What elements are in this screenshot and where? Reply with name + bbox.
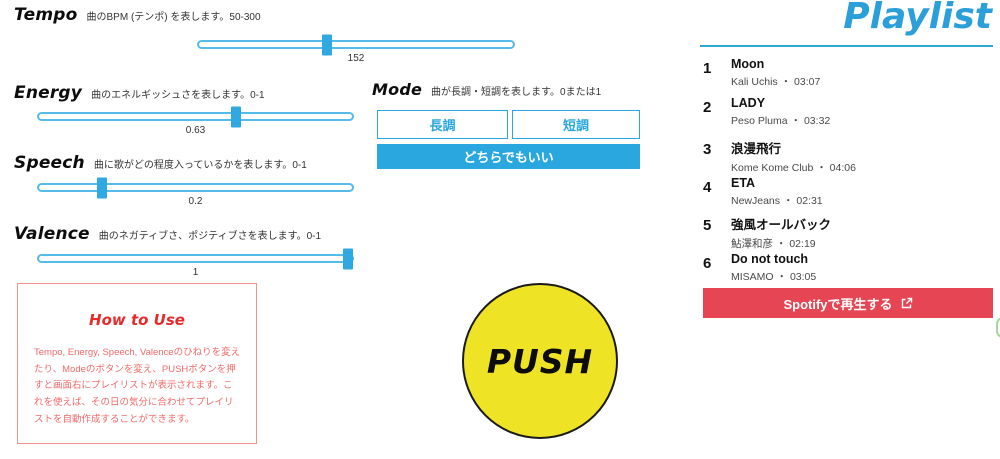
track-meta: Kome Kome Club ・ 04:06 bbox=[731, 162, 856, 174]
track-title: Moon bbox=[731, 57, 765, 71]
spotify-play-button-label: Spotifyで再生する bbox=[783, 296, 893, 312]
tempo-section-header: Tempo 曲のBPM (テンポ) を表します。50-300 bbox=[14, 5, 261, 25]
valence-slider-thumb[interactable] bbox=[343, 248, 353, 269]
external-link-icon bbox=[901, 297, 913, 309]
mode-description: 曲が長調・短調を表します。0または1 bbox=[431, 87, 602, 98]
speech-slider[interactable] bbox=[37, 177, 354, 198]
track-number: 3 bbox=[703, 141, 712, 158]
mode-section-header: Mode 曲が長調・短調を表します。0または1 bbox=[372, 80, 601, 99]
speech-slider-thumb[interactable] bbox=[96, 177, 107, 198]
mode-minor-button[interactable]: 短調 bbox=[512, 110, 640, 139]
how-to-use-body: Tempo, Energy, Speech, Valenceのひねりを変えたり、… bbox=[34, 347, 241, 425]
track-meta: MISAMO ・ 03:05 bbox=[731, 271, 817, 283]
speech-label: Speech bbox=[14, 153, 85, 173]
track-row-1[interactable]: 1 Moon Kali Uchis ・ 03:07 bbox=[703, 57, 993, 89]
track-row-5[interactable]: 5 強風オールバック 鮎澤和彦 ・ 02:19 bbox=[703, 214, 993, 251]
speech-slider-value: 0.2 bbox=[188, 196, 203, 207]
valence-slider[interactable] bbox=[37, 248, 354, 269]
how-to-use-box: How to Use Tempo, Energy, Speech, Valenc… bbox=[17, 283, 257, 444]
clipped-edge-widget[interactable] bbox=[996, 317, 1000, 338]
track-row-4[interactable]: 4 ETA NewJeans ・ 02:31 bbox=[703, 176, 993, 208]
tempo-slider[interactable] bbox=[197, 34, 515, 55]
track-row-2[interactable]: 2 LADY Peso Pluma ・ 03:32 bbox=[703, 96, 993, 128]
mode-label: Mode bbox=[372, 80, 423, 99]
track-meta: Peso Pluma ・ 03:32 bbox=[731, 115, 831, 127]
energy-slider-value: 0.63 bbox=[185, 125, 206, 136]
energy-slider-thumb[interactable] bbox=[231, 106, 242, 127]
push-button[interactable]: PUSH bbox=[462, 283, 618, 439]
track-title: LADY bbox=[731, 96, 766, 110]
energy-slider[interactable] bbox=[37, 106, 354, 127]
track-number: 4 bbox=[703, 179, 712, 196]
track-number: 2 bbox=[703, 99, 712, 116]
speech-section-header: Speech 曲に歌がどの程度入っているかを表します。0-1 bbox=[14, 153, 307, 173]
track-meta: NewJeans ・ 02:31 bbox=[731, 195, 823, 207]
energy-section-header: Energy 曲のエネルギッシュさを表します。0-1 bbox=[14, 83, 265, 103]
tempo-slider-value: 152 bbox=[347, 53, 365, 64]
valence-description: 曲のネガティブさ、ポジティブさを表します。0-1 bbox=[98, 231, 322, 242]
valence-slider-value: 1 bbox=[192, 267, 199, 278]
mode-major-button[interactable]: 長調 bbox=[377, 110, 508, 139]
energy-label: Energy bbox=[14, 83, 83, 103]
speech-description: 曲に歌がどの程度入っているかを表します。0-1 bbox=[93, 160, 307, 171]
track-title: Do not touch bbox=[731, 252, 809, 266]
track-number: 6 bbox=[703, 255, 712, 272]
valence-section-header: Valence 曲のネガティブさ、ポジティブさを表します。0-1 bbox=[14, 224, 321, 244]
track-title: 浪漫飛行 bbox=[731, 142, 782, 156]
playlist-title: Playlist bbox=[843, 0, 992, 37]
track-meta: Kali Uchis ・ 03:07 bbox=[731, 76, 821, 88]
tempo-slider-thumb[interactable] bbox=[322, 34, 333, 55]
energy-description: 曲のエネルギッシュさを表します。0-1 bbox=[91, 90, 265, 101]
track-number: 1 bbox=[703, 60, 712, 77]
track-title: ETA bbox=[731, 176, 756, 190]
valence-label: Valence bbox=[14, 224, 90, 244]
tempo-label: Tempo bbox=[14, 5, 78, 25]
spotify-play-button[interactable]: Spotifyで再生する bbox=[703, 288, 993, 318]
how-to-use-title: How to Use bbox=[89, 311, 185, 329]
track-row-3[interactable]: 3 浪漫飛行 Kome Kome Club ・ 04:06 bbox=[703, 138, 993, 175]
track-number: 5 bbox=[703, 217, 712, 234]
tempo-description: 曲のBPM (テンポ) を表します。50-300 bbox=[86, 12, 261, 23]
push-button-label: PUSH bbox=[486, 341, 594, 381]
track-meta: 鮎澤和彦 ・ 02:19 bbox=[731, 238, 816, 250]
track-title: 強風オールバック bbox=[731, 218, 832, 232]
playlist-divider bbox=[700, 45, 993, 47]
track-row-6[interactable]: 6 Do not touch MISAMO ・ 03:05 bbox=[703, 252, 993, 284]
mode-either-button[interactable]: どちらでもいい bbox=[377, 144, 640, 169]
